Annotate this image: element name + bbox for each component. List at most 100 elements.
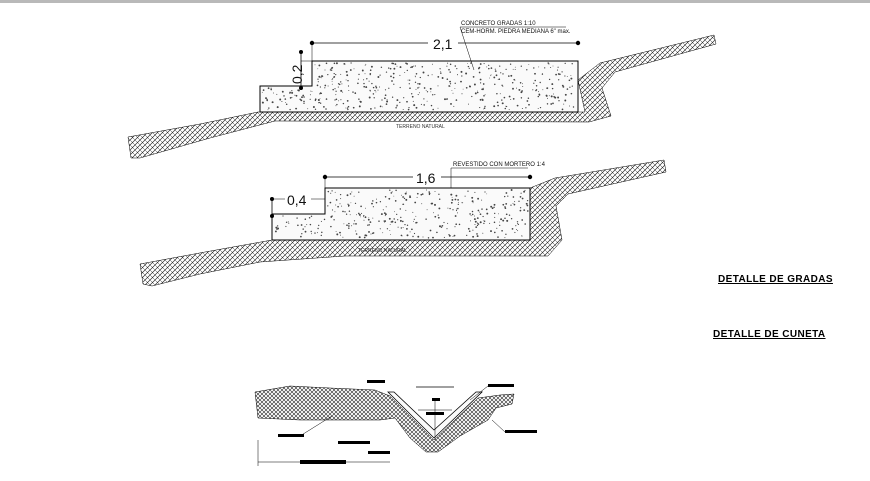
aggregate-dot	[454, 226, 456, 228]
aggregate-dot	[494, 216, 496, 218]
aggregate-dot	[514, 79, 516, 81]
aggregate-dot	[354, 202, 357, 205]
aggregate-dot	[482, 83, 485, 85]
aggregate-dot	[390, 192, 393, 194]
aggregate-dot	[400, 194, 402, 196]
aggregate-dot	[472, 229, 474, 231]
aggregate-dot	[564, 62, 566, 65]
aggregate-dot	[469, 220, 472, 222]
aggregate-dot	[511, 81, 514, 84]
aggregate-dot	[447, 222, 449, 224]
aggregate-dot	[493, 206, 495, 209]
aggregate-dot	[393, 218, 395, 220]
aggregate-dot	[394, 221, 397, 224]
aggregate-dot	[395, 189, 397, 192]
aggregate-dot	[325, 62, 328, 65]
aggregate-dot	[335, 204, 337, 206]
aggregate-dot	[558, 100, 560, 102]
aggregate-dot	[331, 66, 334, 69]
aggregate-dot	[339, 231, 341, 234]
aggregate-dot	[455, 209, 458, 212]
aggregate-dot	[342, 236, 344, 238]
aggregate-dot	[384, 215, 386, 217]
aggregate-dot	[476, 233, 478, 235]
aggregate-dot	[384, 213, 387, 216]
aggregate-dot	[537, 95, 540, 98]
aggregate-dot	[443, 236, 445, 238]
aggregate-dot	[284, 98, 287, 100]
aggregate-dot	[501, 84, 503, 87]
aggregate-dot	[389, 224, 391, 226]
aggregate-dot	[433, 212, 435, 214]
aggregate-dot	[281, 90, 284, 93]
aggregate-dot	[266, 99, 269, 102]
aggregate-dot	[497, 104, 499, 107]
aggregate-dot	[461, 75, 463, 77]
aggregate-dot	[510, 74, 513, 77]
aggregate-dot	[460, 70, 463, 73]
aggregate-dot	[417, 83, 419, 85]
aggregate-dot	[320, 220, 322, 222]
width-dim-label-two: 1,6	[416, 170, 436, 186]
aggregate-dot	[372, 86, 375, 89]
aggregate-dot	[512, 68, 514, 70]
aggregate-dot	[284, 101, 286, 103]
aggregate-dot	[453, 234, 456, 237]
aggregate-dot	[336, 233, 339, 236]
aggregate-dot	[561, 71, 563, 73]
aggregate-dot	[481, 208, 483, 210]
aggregate-dot	[554, 96, 557, 99]
aggregate-dot	[471, 213, 474, 216]
aggregate-dot	[497, 78, 499, 80]
aggregate-dot	[508, 95, 511, 98]
aggregate-dot	[300, 99, 303, 102]
aggregate-dot	[367, 218, 370, 221]
aggregate-dot	[304, 230, 307, 233]
aggregate-dot	[542, 89, 544, 91]
aggregate-dot	[504, 107, 507, 110]
aggregate-dot	[412, 100, 414, 102]
aggregate-dot	[502, 203, 505, 206]
aggregate-dot	[472, 76, 475, 78]
aggregate-dot	[526, 69, 528, 71]
aggregate-dot	[501, 229, 503, 232]
aggregate-dot	[262, 101, 264, 103]
aggregate-dot	[465, 86, 468, 89]
aggregate-dot	[512, 87, 514, 90]
aggregate-dot	[315, 99, 317, 101]
aggregate-dot	[425, 89, 427, 91]
aggregate-dot	[494, 70, 497, 72]
aggregate-dot	[388, 217, 391, 220]
aggregate-dot	[295, 107, 298, 110]
aggregate-dot	[335, 73, 337, 76]
aggregate-dot	[496, 93, 498, 95]
ground-label-one: TERRENO NATURAL	[396, 124, 445, 130]
aggregate-dot	[393, 67, 396, 70]
aggregate-dot	[369, 69, 372, 71]
aggregate-dot	[314, 232, 316, 234]
aggregate-dot	[289, 97, 292, 99]
aggregate-dot	[517, 223, 520, 226]
aggregate-dot	[451, 90, 453, 91]
aggregate-dot	[396, 65, 398, 67]
aggregate-dot	[525, 202, 528, 205]
aggregate-dot	[348, 210, 351, 212]
aggregate-dot	[497, 213, 499, 215]
aggregate-dot	[379, 74, 381, 76]
aggregate-dot	[516, 87, 517, 89]
aggregate-dot	[378, 86, 381, 88]
aggregate-dot	[539, 81, 541, 84]
aggregate-dot	[403, 197, 406, 200]
ditch-label-block-3	[432, 398, 440, 401]
aggregate-dot	[319, 102, 322, 104]
aggregate-dot	[499, 224, 501, 227]
aggregate-dot	[333, 62, 336, 65]
aggregate-dot	[370, 233, 372, 235]
aggregate-dot	[483, 107, 486, 109]
aggregate-dot	[570, 77, 573, 80]
aggregate-dot	[309, 94, 311, 96]
aggregate-dot	[436, 231, 438, 234]
aggregate-dot	[449, 83, 452, 85]
aggregate-dot	[384, 220, 386, 223]
aggregate-dot	[316, 232, 318, 234]
